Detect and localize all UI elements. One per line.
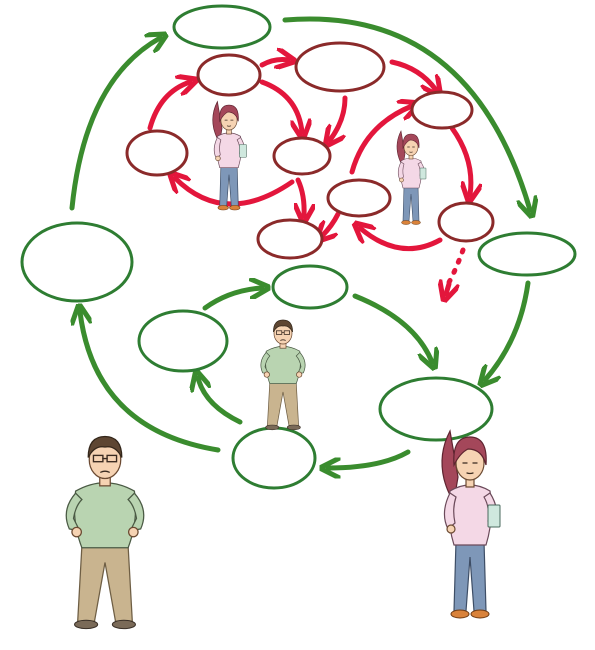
male-teacher-figure-small (260, 319, 306, 431)
arrow-red-lefttop-to-top (259, 60, 288, 65)
arrow-mid-left-to-top (202, 288, 262, 311)
arrow-red-center-to-bottom (298, 177, 304, 216)
arrow-outer-top-to-right (282, 16, 530, 210)
arrow-outer-left-to-top (69, 38, 160, 211)
arrow-red-continuation-head (446, 284, 449, 294)
outer-boxes (20, 4, 577, 490)
arrow-outer-bottom-to-left (80, 312, 221, 453)
box-red-right-top[interactable] (410, 90, 474, 130)
box-outer-bottom[interactable] (231, 426, 317, 490)
arrow-red-rightmid-to-bottom (322, 211, 341, 236)
box-outer-right[interactable] (477, 231, 577, 277)
arrow-red-top-to-mid (330, 95, 348, 140)
box-mid-top[interactable] (271, 264, 349, 310)
female-student-figure-small-right (396, 130, 427, 225)
arrow-red-continuation-dotted (444, 247, 466, 289)
box-outer-top[interactable] (172, 4, 272, 50)
middle-boxes (137, 264, 349, 373)
box-red-bottom[interactable] (256, 218, 324, 260)
arrow-red-rightlow-to-bottom (360, 228, 443, 252)
box-red-left[interactable] (125, 129, 189, 177)
arrow-red-top-to-righttop (389, 59, 436, 90)
female-student-figure-small-left (212, 101, 247, 211)
arrow-mid-top-to-right (352, 293, 432, 362)
arrow-red-center-to-left (175, 178, 295, 207)
inner-cycle-arrows (147, 59, 471, 294)
arrow-red-righttop-to-rightlow (449, 125, 471, 195)
box-red-top[interactable] (294, 41, 386, 93)
outer-cycle-arrows (69, 16, 531, 468)
arrow-mid-bottom-to-left (198, 378, 243, 425)
box-mid-left[interactable] (137, 309, 229, 373)
male-teacher-figure-large (65, 435, 145, 630)
female-student-figure-large (441, 430, 501, 619)
middle-cycle-arrows (198, 288, 432, 425)
arrow-red-lefttop-to-center (259, 79, 302, 132)
arrow-outer-right-to-bottom-right (485, 280, 531, 380)
box-red-left-top[interactable] (196, 53, 262, 97)
inner-boxes (125, 41, 495, 260)
arrow-outer-bottom-right-to-bottom (328, 449, 411, 468)
arrow-red-left-to-lefttop (147, 82, 190, 131)
box-red-right-mid[interactable] (326, 178, 392, 218)
box-outer-left[interactable] (20, 221, 134, 303)
box-red-right-low[interactable] (437, 201, 495, 243)
box-outer-bottom-right[interactable] (378, 376, 494, 442)
arrow-red-rightmid-to-righttop (349, 106, 412, 175)
box-red-left-center[interactable] (272, 136, 332, 176)
